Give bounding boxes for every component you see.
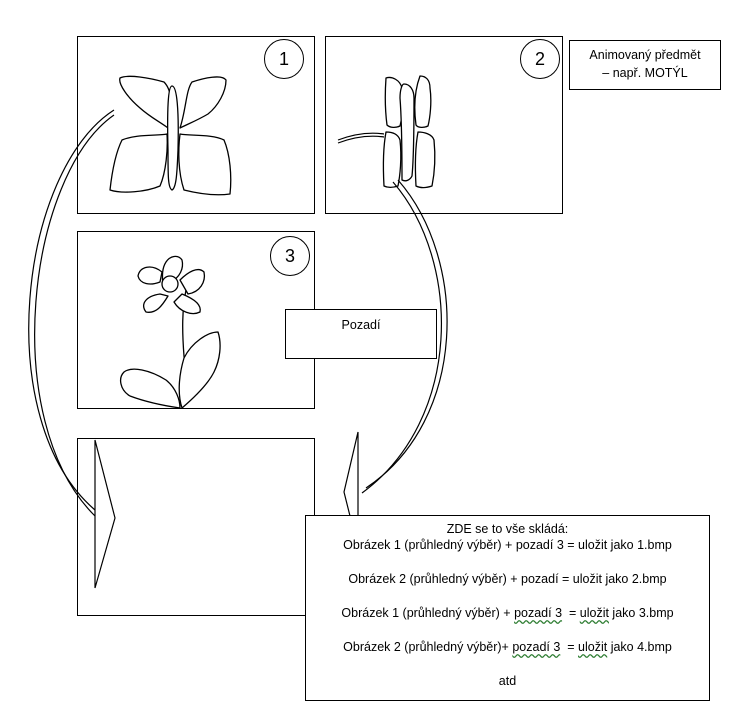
instruction-line-4: Obrázek 2 (průhledný výběr)+ pozadí 3 = … [306, 638, 709, 672]
butterfly-open-drawing [109, 75, 232, 196]
frame-3-number-badge: 3 [270, 236, 310, 276]
instructions-heading: ZDE se to vše skládá: [446, 522, 569, 536]
instruction-line-4-post: jako 4.bmp [607, 640, 672, 654]
frame-1-number: 1 [278, 48, 289, 69]
butterfly-closed-drawing [382, 75, 436, 189]
instruction-line-4-mid: = [560, 640, 579, 654]
instruction-line-2: Obrázek 2 (průhledný výběr) + pozadí = u… [306, 570, 709, 604]
instruction-line-2-text: Obrázek 2 (průhledný výběr) + pozadí = u… [348, 572, 667, 586]
instruction-line-1: Obrázek 1 (průhledný výběr) + pozadí 3 =… [306, 536, 709, 570]
legend-line-1: Animovaný předmět [589, 48, 701, 62]
frame2-stub-lines [337, 132, 385, 144]
frame-2-number-badge: 2 [520, 39, 560, 79]
instruction-line-3-spellcheck-1: pozadí 3 [514, 606, 563, 620]
legend-line-2: – např. MOTÝL [602, 66, 688, 80]
instruction-line-3: Obrázek 1 (průhledný výběr) + pozadí 3 =… [306, 604, 709, 638]
composite-frame-box [77, 438, 315, 616]
left-connector-arc [28, 109, 115, 517]
instruction-line-3-pre: Obrázek 1 (průhledný výběr) + [341, 606, 515, 620]
instruction-line-3-spellcheck-2: uložit [579, 606, 609, 620]
flower-drawing [119, 255, 221, 409]
animated-object-legend: Animovaný předmět – např. MOTÝL [569, 40, 721, 90]
background-label-box: Pozadí [285, 309, 437, 359]
right-connector-arc [361, 179, 448, 494]
composition-instructions-box: ZDE se to vše skládá: Obrázek 1 (průhled… [305, 515, 710, 701]
frame-2-number: 2 [534, 48, 545, 69]
instruction-line-3-mid: = [562, 606, 580, 620]
frame-3-number: 3 [284, 245, 295, 266]
frame-1-number-badge: 1 [264, 39, 304, 79]
instruction-line-1-text: Obrázek 1 (průhledný výběr) + pozadí 3 =… [343, 538, 672, 552]
left-arrowhead [94, 439, 116, 589]
instruction-line-4-spellcheck-1: pozadí 3 [512, 640, 561, 654]
instruction-line-4-pre: Obrázek 2 (průhledný výběr)+ [343, 640, 513, 654]
instruction-line-3-post: jako 3.bmp [608, 606, 674, 620]
background-label: Pozadí [341, 318, 381, 332]
instruction-line-4-spellcheck-2: uložit [578, 640, 608, 654]
instructions-footer: atd [498, 674, 517, 688]
